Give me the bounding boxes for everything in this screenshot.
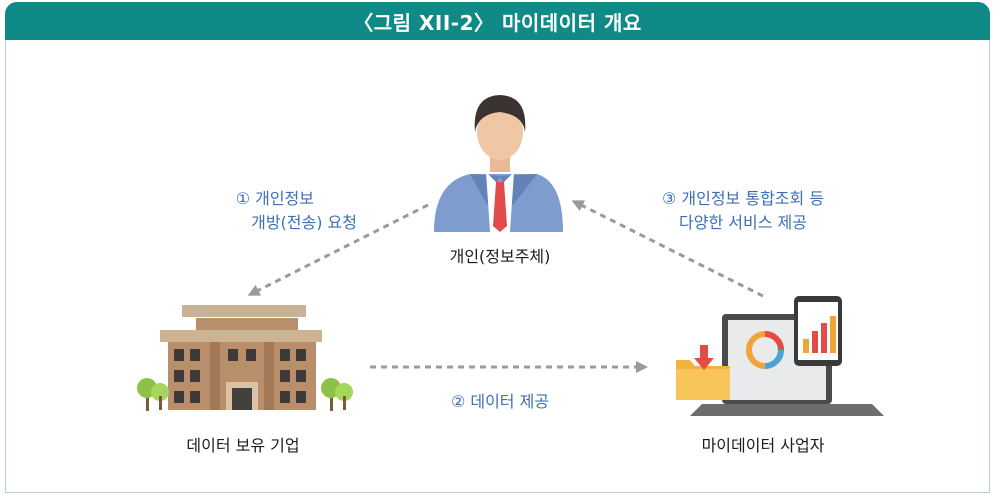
step1-label-line1: ① 개인정보 <box>235 189 314 208</box>
person-icon <box>434 95 563 232</box>
figure-title: 〈그림 XII-2〉 마이데이터 개요 <box>353 10 642 35</box>
node-label-operator: 마이데이터 사업자 <box>701 436 825 455</box>
arrow-operator-to-person <box>571 200 764 298</box>
step2-label: ② 데이터 제공 <box>450 392 550 411</box>
step3-label-line2: 다양한 서비스 제공 <box>679 213 807 232</box>
laptop-dashboard-icon <box>690 296 884 416</box>
step3-label-line1: ③ 개인정보 통합조회 등 <box>661 189 825 208</box>
node-label-person: 개인(정보주체) <box>449 247 551 266</box>
tree-icon <box>137 378 169 411</box>
step1-label-line2: 개방(전송) 요청 <box>251 213 357 232</box>
node-label-company: 데이터 보유 기업 <box>186 436 300 455</box>
folder-download-icon <box>676 345 730 400</box>
tree-icon <box>321 378 353 411</box>
title-bar: 〈그림 XII-2〉 마이데이터 개요 <box>5 2 990 40</box>
building-icon <box>160 305 322 410</box>
